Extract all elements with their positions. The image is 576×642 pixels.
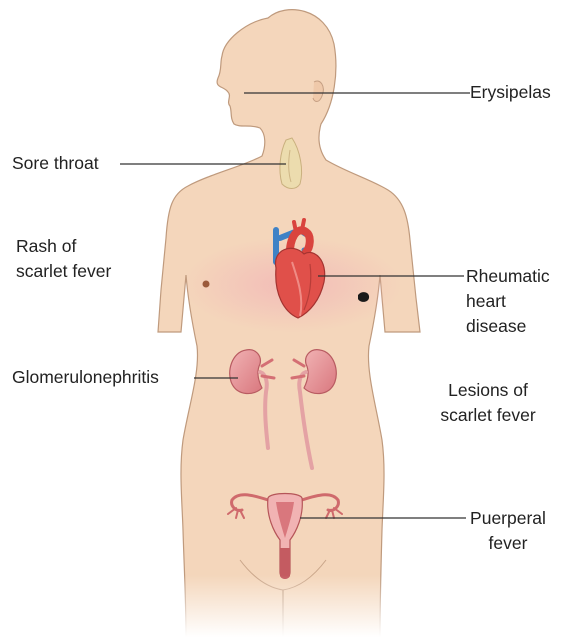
rheumatic-line-1: Rheumatic (466, 264, 550, 289)
rheumatic-line-3: disease (466, 314, 550, 339)
label-rheumatic-heart-disease: Rheumatic heart disease (466, 264, 550, 339)
puerperal-line-1: Puerperal (460, 506, 556, 531)
bottom-fade (150, 575, 426, 637)
glomerulonephritis-text: Glomerulonephritis (12, 365, 159, 390)
sore-throat-text: Sore throat (12, 151, 99, 176)
lesions-line-1: Lesions of (418, 378, 558, 403)
label-lesions-of-scarlet-fever: Lesions of scarlet fever (418, 378, 558, 428)
rash-line-1: Rash of (16, 234, 111, 259)
label-sore-throat: Sore throat (12, 151, 99, 176)
label-puerperal-fever: Puerperal fever (460, 506, 556, 556)
rheumatic-line-2: heart (466, 289, 550, 314)
puerperal-line-2: fever (460, 531, 556, 556)
label-glomerulonephritis: Glomerulonephritis (12, 365, 159, 390)
lesions-line-2: scarlet fever (418, 403, 558, 428)
rash-line-2: scarlet fever (16, 259, 111, 284)
left-nipple (203, 281, 210, 288)
scarlet-fever-lesion (358, 292, 369, 302)
label-erysipelas: Erysipelas (470, 80, 551, 105)
erysipelas-text: Erysipelas (470, 80, 551, 105)
label-rash-of-scarlet-fever: Rash of scarlet fever (16, 234, 111, 284)
